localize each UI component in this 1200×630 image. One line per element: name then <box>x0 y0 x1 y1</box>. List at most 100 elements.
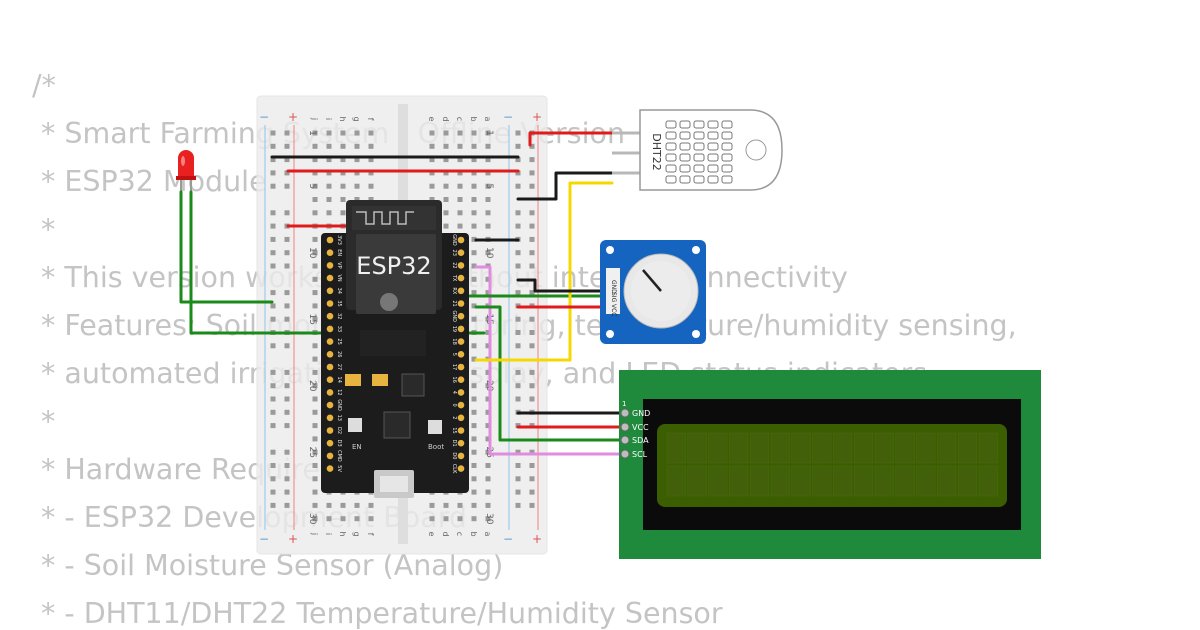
rail-hole <box>529 210 535 216</box>
breadboard-hole <box>443 143 449 149</box>
code-line: * <box>32 405 56 438</box>
esp32-pin-label: VN <box>336 275 342 282</box>
breadboard-hole <box>443 170 449 176</box>
rail-hole <box>529 290 535 296</box>
esp32-pin-label: 35 <box>336 300 342 306</box>
lcd-character-cell <box>749 465 769 497</box>
dht22-vent <box>693 175 705 184</box>
breadboard-hole <box>485 436 491 442</box>
breadboard-hole <box>471 183 477 189</box>
lcd-character-cell <box>978 465 998 497</box>
breadboard-hole <box>471 423 477 429</box>
esp32-pin-right <box>457 262 465 269</box>
rail-hole <box>515 463 521 468</box>
dht22-vent <box>665 164 677 173</box>
rail-hole <box>284 476 290 482</box>
breadboard-hole <box>443 157 449 163</box>
row-number: 10 <box>484 247 494 259</box>
rail-hole <box>284 263 290 269</box>
breadboard-hole <box>312 170 318 176</box>
rail-hole <box>515 343 521 349</box>
breadboard-hole <box>443 130 449 136</box>
rail-hole <box>270 369 276 375</box>
rail-hole <box>515 290 521 296</box>
esp32-pin-label: VP <box>336 262 342 268</box>
breadboard-hole <box>485 463 491 468</box>
breadboard-hole <box>429 502 435 508</box>
rail-hole <box>515 449 521 455</box>
esp32-pin-label: 27 <box>336 364 342 370</box>
breadboard-hole <box>457 143 463 149</box>
dht22-vent <box>721 142 733 151</box>
dht22-vent <box>721 164 733 173</box>
lcd-character-cell <box>687 432 707 464</box>
esp32-pin-right <box>457 401 465 409</box>
rail-hole <box>270 157 276 163</box>
breadboard-hole <box>312 130 318 136</box>
breadboard-hole <box>312 463 318 468</box>
rail-hole <box>529 223 535 229</box>
breadboard-hole <box>429 170 435 176</box>
row-number: 15 <box>307 313 317 324</box>
pot-pin-vcc: VCC <box>610 304 617 316</box>
column-letter: h <box>338 116 347 121</box>
breadboard-hole <box>443 516 449 522</box>
rail-plus-right-bottom: + <box>532 532 542 546</box>
esp32-pin-label: 4 <box>451 391 457 394</box>
breadboard-hole <box>485 369 491 375</box>
dht22-vent <box>693 120 705 129</box>
rail-hole <box>515 476 521 482</box>
rail-hole <box>515 223 521 229</box>
column-letter: j <box>310 532 319 535</box>
breadboard-hole <box>312 303 318 309</box>
breadboard-hole <box>443 183 449 189</box>
breadboard-hole <box>312 210 318 216</box>
rail-hole <box>270 343 276 349</box>
esp32-pin-left <box>326 274 334 282</box>
lcd-character-cell <box>749 432 769 464</box>
breadboard-hole <box>485 383 491 389</box>
esp32-pin-right <box>457 287 465 295</box>
breadboard-hole <box>485 423 491 429</box>
breadboard-hole <box>485 276 491 282</box>
breadboard-hole <box>443 197 449 202</box>
rail-hole <box>515 170 521 176</box>
rail-hole <box>529 316 535 322</box>
breadboard-hole <box>457 183 463 189</box>
esp32-pin-label: 5 <box>451 353 457 356</box>
esp32-pin-label: D0 <box>451 452 457 459</box>
rail-hole <box>529 183 535 189</box>
breadboard-hole <box>457 516 463 522</box>
row-number: 30 <box>484 513 494 525</box>
dht22-vent <box>665 175 677 184</box>
rail-hole <box>270 423 276 429</box>
lcd-character-cell <box>729 465 749 497</box>
rail-hole <box>529 383 535 389</box>
breadboard-hole <box>485 316 491 322</box>
esp32-board: ESP32 EN Boot 3V3ENVPVN34353233252627141… <box>321 200 469 498</box>
column-letter: g <box>352 531 361 536</box>
column-letter: i <box>324 533 333 535</box>
breadboard-hole <box>326 170 332 176</box>
breadboard-hole <box>354 516 360 522</box>
breadboard-hole <box>312 197 318 202</box>
breadboard-hole <box>485 449 491 455</box>
breadboard-hole <box>354 197 360 202</box>
breadboard-hole <box>340 516 346 522</box>
dht22-vent <box>707 120 719 129</box>
rail-hole <box>529 396 535 402</box>
esp32-pin-left <box>326 414 334 422</box>
esp32-pin-label: 16 <box>451 377 457 383</box>
breadboard-hole <box>457 223 463 229</box>
breadboard-hole <box>340 197 346 202</box>
breadboard-hole <box>485 516 491 522</box>
dht22-vent <box>693 153 705 162</box>
dht22-vent <box>679 131 691 140</box>
breadboard-hole <box>312 183 318 189</box>
dht22-vent <box>679 153 691 162</box>
esp32-pin-label: 14 <box>336 377 342 383</box>
rail-hole <box>529 143 535 149</box>
breadboard-hole <box>312 516 318 522</box>
dht22-vent <box>707 164 719 173</box>
